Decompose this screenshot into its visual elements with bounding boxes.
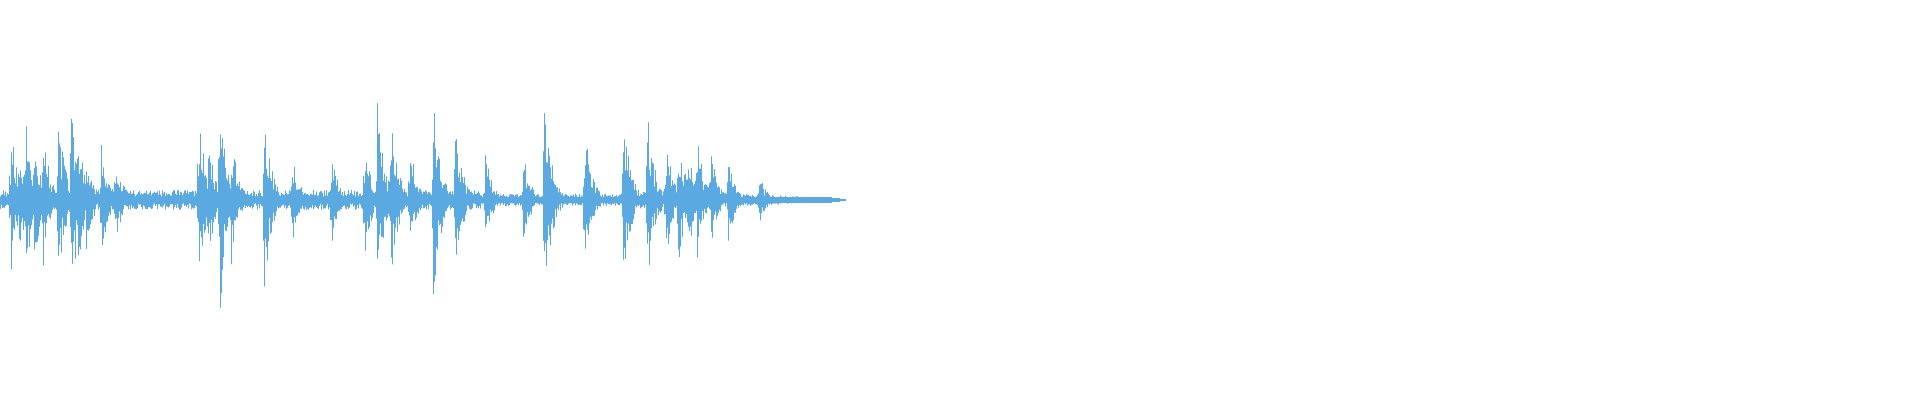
waveform-samples <box>0 103 840 308</box>
waveform-center-band <box>0 197 832 203</box>
